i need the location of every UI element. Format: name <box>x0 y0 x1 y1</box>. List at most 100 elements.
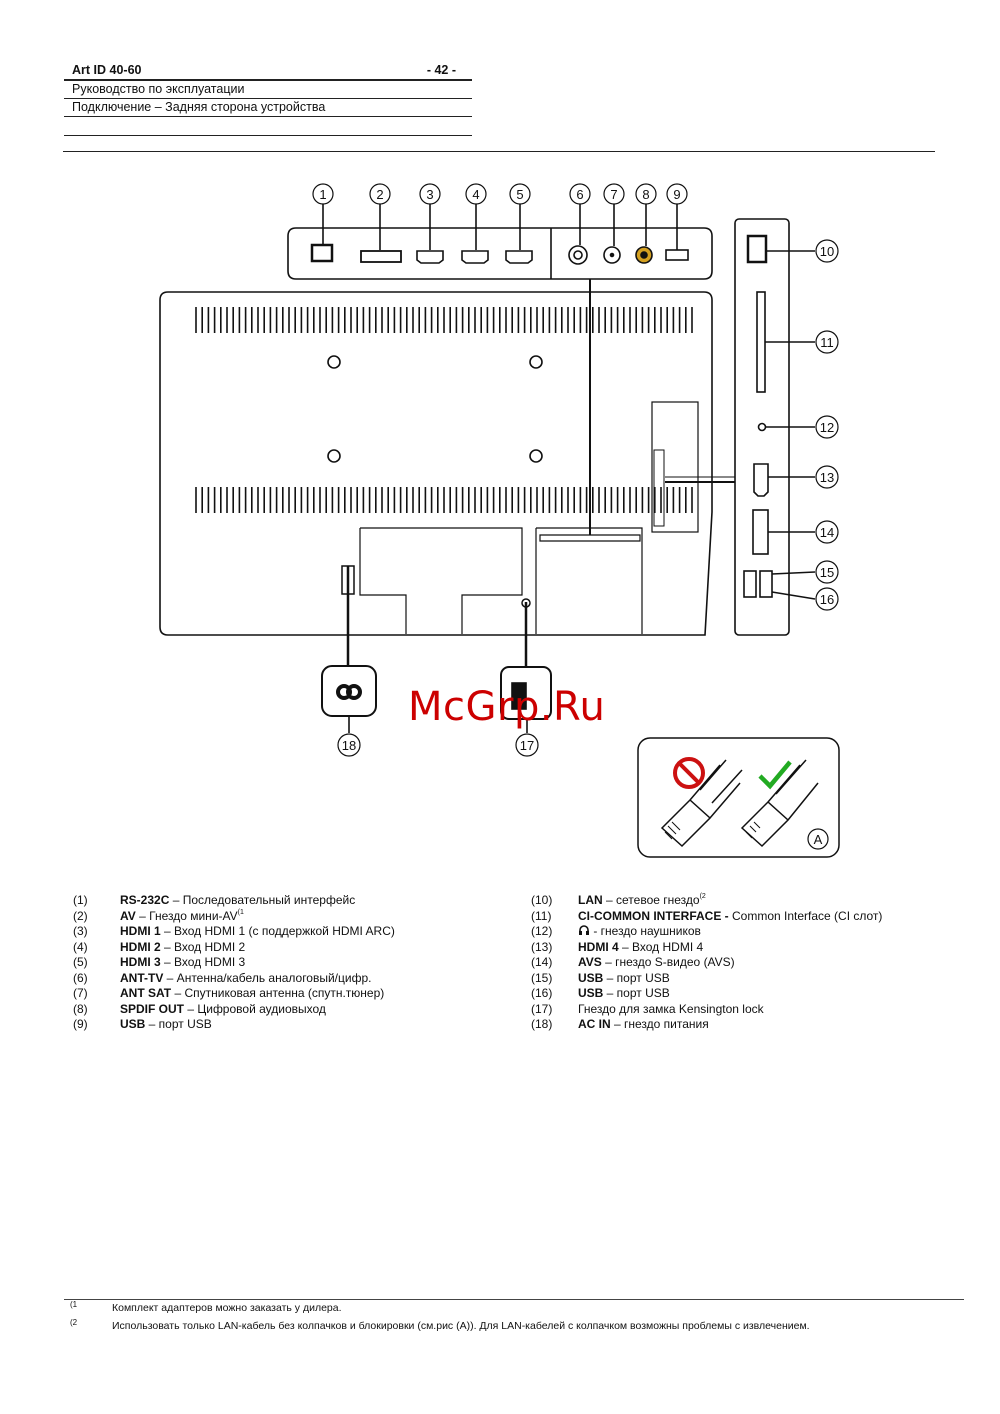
side-panel <box>651 401 699 533</box>
legend-text: HDMI 3 – Вход HDMI 3 <box>120 955 245 971</box>
tv-back-outline <box>159 291 713 636</box>
legend-description: – порт USB <box>603 970 670 985</box>
legend-description: – Последовательный интерфейс <box>169 893 356 907</box>
rs232-port <box>310 243 334 263</box>
callout-a: A <box>807 828 829 850</box>
callout-4: 4 <box>465 183 487 205</box>
legend-text: ANT-TV – Антенна/кабель аналоговый/цифр. <box>120 971 371 987</box>
footnote-mark: (1 <box>70 1300 78 1309</box>
legend-text: AVS – гнездо S-видео (AVS) <box>578 955 735 971</box>
callout-16: 16 <box>815 587 839 611</box>
legend-term: AV <box>120 908 136 923</box>
legend-number: (2) <box>73 908 88 923</box>
svg-text:2: 2 <box>376 187 383 202</box>
legend-item: (9)USB – порт USB <box>73 1017 493 1033</box>
legend-item: (15)USB – порт USB <box>531 971 971 987</box>
legend-item: (17)Гнездо для замка Kensington lock <box>531 1002 971 1018</box>
legend-text: HDMI 4 – Вход HDMI 4 <box>578 940 703 956</box>
page-header: Art ID 40-60 - 42 - Руководство по экспл… <box>64 62 472 136</box>
legend-term: HDMI 4 <box>578 939 619 954</box>
callout-3: 3 <box>419 183 441 205</box>
legend-description: - гнездо наушников <box>590 924 701 938</box>
article-id: Art ID 40-60 <box>72 63 142 77</box>
legend-term: RS-232C <box>120 893 170 907</box>
svg-text:A: A <box>814 832 823 847</box>
legend-number: (16) <box>531 986 553 1000</box>
usb-side-port-1 <box>743 570 757 598</box>
legend-item: (13)HDMI 4 – Вход HDMI 4 <box>531 940 971 956</box>
legend-text: HDMI 1 – Вход HDMI 1 (с поддержкой HDMI … <box>120 924 395 940</box>
legend-item: (18) AC IN – гнездо питания <box>531 1017 971 1033</box>
legend-description: – порт USB <box>603 986 670 1000</box>
legend-description: – Спутниковая антенна (спутн.тюнер) <box>171 986 385 1000</box>
legend-term: AC IN <box>578 1017 611 1031</box>
legend-number: (17) <box>531 1001 553 1016</box>
legend-description: – порт USB <box>145 1017 212 1031</box>
legend-term: USB <box>120 1017 146 1031</box>
legend-left: (1)RS-232C – Последовательный интерфейс(… <box>73 893 493 1033</box>
callout-10: 10 <box>815 239 839 263</box>
legend-description: – гнездо S-видео (AVS) <box>601 955 735 969</box>
svg-text:17: 17 <box>520 738 534 753</box>
legend-text: AC IN – гнездо питания <box>578 1017 709 1033</box>
legend-description: – Антенна/кабель аналоговый/цифр. <box>163 970 372 985</box>
lan-plug-capped <box>660 759 743 848</box>
legend-text: ANT SAT – Спутниковая антенна (спутн.тюн… <box>120 986 384 1002</box>
legend-number: (5) <box>73 955 88 969</box>
legend-description: – Вход HDMI 1 (с поддержкой HDMI ARC) <box>160 924 395 938</box>
callout-5: 5 <box>509 183 531 205</box>
legend-description: – сетевое гнездо <box>602 893 700 907</box>
header-empty-row <box>64 117 472 136</box>
callout-11: 11 <box>815 330 839 354</box>
avs-port <box>752 509 769 555</box>
header-section-row: Подключение – Задняя сторона устройства <box>64 99 472 117</box>
callout-18: 18 <box>337 733 361 757</box>
legend-number: (15) <box>531 970 553 985</box>
hdmi1-port <box>416 250 444 264</box>
legend-item: (8)SPDIF OUT – Цифровой аудиовыход <box>73 1002 493 1018</box>
callout-8: 8 <box>635 183 657 205</box>
legend-term: HDMI 1 <box>120 924 161 938</box>
legend-term: HDMI 3 <box>120 955 161 969</box>
legend-number: (11) <box>531 908 552 923</box>
vent-slots <box>195 307 693 513</box>
legend-text: CI-COMMON INTERFACE - Common Interface (… <box>578 909 882 925</box>
legend-text: HDMI 2 – Вход HDMI 2 <box>120 940 245 956</box>
ant-tv-port <box>568 245 588 265</box>
mount-hole <box>529 449 543 463</box>
footnote-text: Комплект адаптеров можно заказать у диле… <box>112 1302 342 1314</box>
callout-15: 15 <box>815 560 839 584</box>
legend-description: – Вход HDMI 4 <box>618 939 704 954</box>
svg-text:16: 16 <box>820 592 834 607</box>
lan-cable-inset <box>637 737 840 858</box>
legend-number: (3) <box>73 924 88 938</box>
svg-text:5: 5 <box>516 187 523 202</box>
watermark: McGrp.Ru <box>408 684 606 730</box>
legend-term: HDMI 2 <box>120 939 161 954</box>
legend-item: (14)AVS – гнездо S-видео (AVS) <box>531 955 971 971</box>
check-icon <box>758 760 792 790</box>
svg-text:15: 15 <box>820 565 834 580</box>
callout-1: 1 <box>312 183 334 205</box>
legend-item: (4)HDMI 2 – Вход HDMI 2 <box>73 940 493 956</box>
legend-text: USB – порт USB <box>578 986 670 1002</box>
lan-plug-ok <box>740 759 819 848</box>
top-connector-panel <box>287 227 713 280</box>
svg-text:11: 11 <box>820 335 834 350</box>
callout-2: 2 <box>369 183 391 205</box>
legend-description: Common Interface (CI слот) <box>732 908 883 923</box>
svg-text:8: 8 <box>642 187 649 202</box>
ant-sat-port <box>603 246 621 264</box>
svg-text:4: 4 <box>472 187 479 202</box>
legend-item: (11) CI-COMMON INTERFACE - Common Interfa… <box>531 909 971 925</box>
legend-item: (3) HDMI 1 – Вход HDMI 1 (с поддержкой HD… <box>73 924 493 940</box>
legend-term: AVS <box>578 955 602 969</box>
mount-hole <box>327 449 341 463</box>
legend-description: – Цифровой аудиовыход <box>184 1001 326 1016</box>
legend-text: LAN – сетевое гнездо(2 <box>578 893 706 909</box>
legend-right: (10) LAN – сетевое гнездо(2 (11) CI-COMMON … <box>531 893 971 1033</box>
legend-term: ANT SAT <box>120 986 172 1000</box>
legend-item: (5) HDMI 3 – Вход HDMI 3 <box>73 955 493 971</box>
legend-number: (18) <box>531 1017 553 1031</box>
legend-number: (10) <box>531 893 553 907</box>
